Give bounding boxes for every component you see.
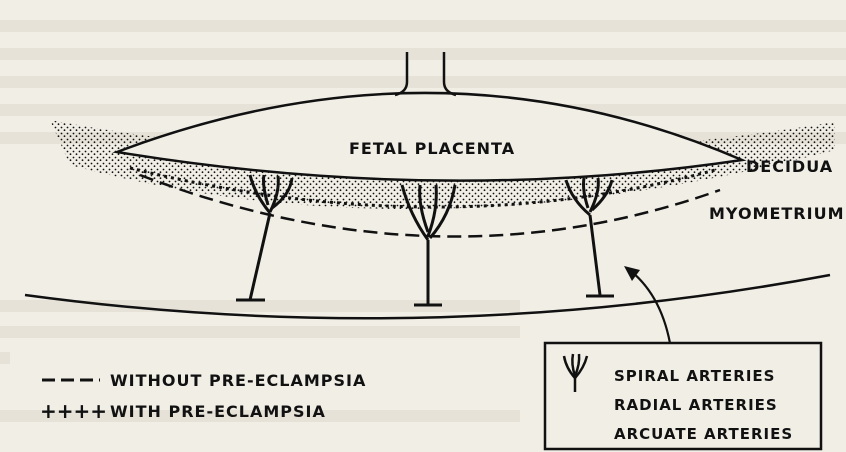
label-myometrium: MYOMETRIUM [709,204,845,223]
line-legend: WITHOUT PRE-ECLAMPSIA ++++ WITH PRE-ECLA… [40,371,366,423]
legend-with-pre-eclampsia: WITH PRE-ECLAMPSIA [110,402,326,421]
label-decidua: DECIDUA [746,157,833,176]
legend-plus-sample: ++++ [40,399,107,423]
key-radial-arteries: RADIAL ARTERIES [614,396,778,414]
legend-without-pre-eclampsia: WITHOUT PRE-ECLAMPSIA [110,371,366,390]
artery-key-box: SPIRAL ARTERIES RADIAL ARTERIES ARCUATE … [545,343,821,449]
key-arcuate-arteries: ARCUATE ARTERIES [614,425,793,443]
key-spiral-arteries: SPIRAL ARTERIES [614,367,775,385]
key-pointer-arrowhead [624,266,640,281]
label-fetal-placenta: FETAL PLACENTA [349,139,515,158]
